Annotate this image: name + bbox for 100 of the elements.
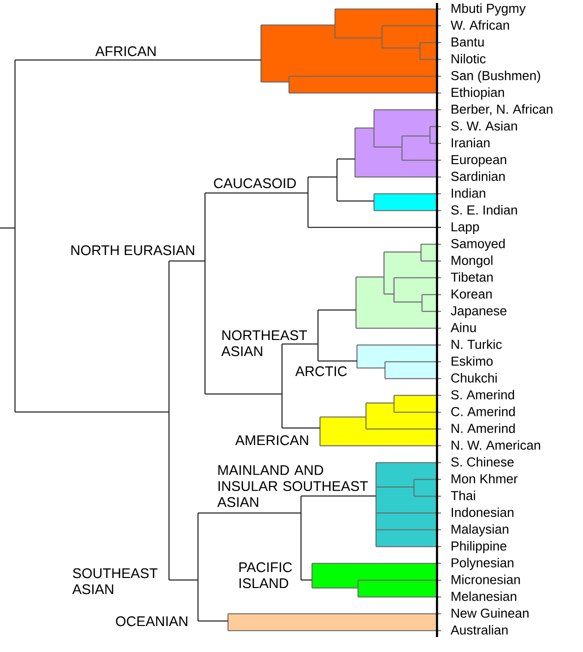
branch-line — [374, 109, 442, 110]
leaf-label: Indian — [452, 188, 486, 198]
clade-label: SOUTHEAST ASIAN — [72, 568, 158, 594]
leaf-label: Berber, N. African — [452, 104, 552, 116]
branch-line — [354, 128, 356, 178]
branch-line — [420, 260, 442, 262]
branch-line — [384, 361, 386, 380]
branch-line — [414, 496, 442, 497]
leaf-label: C. Amerind — [451, 406, 515, 416]
branch-line — [356, 344, 442, 346]
clade-label: OCEANIAN — [116, 616, 188, 626]
branch-line — [376, 486, 414, 488]
branch-line — [394, 412, 442, 413]
clade-label: MAINLAND AND INSULAR SOUTHEAST ASIAN — [217, 465, 368, 508]
branch-line — [376, 512, 442, 514]
branch-line — [260, 24, 262, 82]
branch-line — [420, 244, 422, 262]
leaf-label: Korean — [452, 290, 492, 299]
branch-line — [394, 277, 442, 278]
leaf-label: Chukchi — [451, 373, 497, 383]
leaf-label: Tibetan — [450, 272, 493, 282]
branch-line — [358, 596, 442, 598]
branch-line — [384, 361, 442, 362]
branch-line — [336, 200, 374, 202]
branch-line — [430, 126, 442, 128]
branch-line — [320, 416, 366, 418]
leaf-label: Polynesian — [452, 558, 514, 570]
branch-line — [356, 328, 442, 329]
branch-line — [168, 260, 170, 580]
branch-line — [260, 24, 336, 26]
leaf-label: New Guinean — [452, 608, 529, 618]
branch-line — [384, 378, 442, 380]
leaf-label: N. Turkic — [452, 339, 502, 349]
leaf-label: Ethiopian — [452, 87, 504, 100]
branch-line — [366, 428, 442, 430]
branch-line — [376, 529, 442, 530]
branch-line — [374, 210, 442, 212]
clade-label: AMERICAN — [235, 435, 308, 446]
branch-line — [356, 344, 358, 368]
branch-line — [430, 142, 442, 144]
branch-line — [402, 160, 442, 161]
clade-label: NORTHEAST ASIAN — [221, 330, 308, 356]
leaf-label: Micronesian — [452, 574, 520, 584]
leaf-label: Mon Khmer — [452, 474, 518, 484]
branch-line — [334, 8, 442, 10]
branch-line — [394, 394, 442, 396]
leaf-label: San (Bushmen) — [451, 70, 540, 83]
leaf-label: Eskimo — [452, 356, 493, 366]
branch-line — [354, 176, 442, 178]
leaf-label: S. Amerind — [451, 390, 514, 400]
branch-line — [336, 158, 338, 202]
branch-line — [14, 60, 16, 412]
leaf-label: Mongol — [452, 255, 492, 268]
branch-line — [374, 146, 402, 148]
leaf-label: Bantu — [452, 38, 484, 47]
leaf-label: Nilotic — [452, 54, 486, 64]
leaf-label: Samoyed — [451, 238, 505, 251]
branch-line — [422, 310, 442, 312]
branch-line — [356, 276, 384, 278]
leaf-label: Indonesian — [452, 507, 514, 517]
branch-line — [334, 8, 336, 38]
branch-line — [312, 562, 442, 564]
branch-line — [204, 192, 206, 394]
branch-line — [198, 512, 302, 514]
branch-line — [318, 360, 358, 362]
leaf-label: European — [452, 155, 506, 167]
clade-label: NORTH EURASIAN — [71, 245, 194, 256]
leaf-label: Philippine — [452, 541, 506, 554]
branch-line — [198, 620, 228, 622]
leaf-label: N. Amerind — [452, 423, 515, 433]
branch-line — [376, 546, 442, 548]
branch-line — [300, 496, 302, 580]
leaf-label: Ainu — [450, 322, 476, 332]
branch-line — [336, 158, 356, 160]
branch-line — [168, 260, 206, 262]
leaf-label: Thai — [450, 490, 475, 500]
clade-label: ARCTIC — [295, 366, 347, 376]
branch-line — [422, 294, 442, 296]
clade-label: AFRICAN — [95, 46, 156, 56]
leaf-label: Iranian — [452, 138, 490, 148]
branch-line — [374, 193, 442, 194]
branch-line — [420, 42, 442, 44]
clade-label: PACIFIC ISLAND — [239, 562, 292, 588]
branch-line — [288, 92, 442, 94]
branch-line — [358, 580, 442, 581]
leaf-label: Sardinian — [451, 171, 505, 181]
leaf-label: W. African — [450, 20, 509, 30]
leaf-label: S. E. Indian — [451, 205, 517, 215]
branch-line — [288, 76, 442, 77]
branch-line — [414, 478, 442, 480]
leaf-label: Melanesian — [452, 591, 516, 601]
clade-label: CAUCASOID — [214, 178, 296, 188]
branch-line — [288, 76, 290, 94]
branch-line — [204, 192, 308, 194]
leaf-label: S. W. Asian — [451, 121, 517, 131]
branch-line — [420, 244, 442, 245]
branch-line — [308, 226, 442, 228]
branch-line — [320, 445, 442, 446]
leaf-label: Australian — [450, 625, 508, 635]
branch-line — [376, 462, 442, 464]
